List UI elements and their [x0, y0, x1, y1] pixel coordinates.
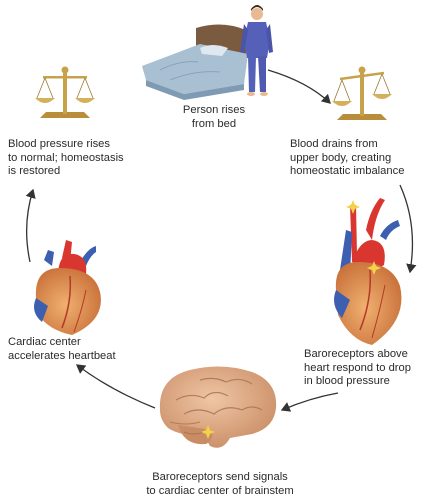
label-person-rises: Person rises from bed	[182, 104, 246, 130]
label-pressure-restored: Blood pressure rises to normal; homeosta…	[8, 138, 124, 177]
arrow-heart-to-restore	[25, 188, 36, 263]
arrow-brain-to-cardiac-center	[75, 364, 156, 409]
label-baroreceptors-send-signals: Baroreceptors send signals to cardiac ce…	[146, 471, 294, 497]
tipped-scale-icon	[332, 66, 392, 120]
balanced-scale-icon	[35, 66, 95, 118]
arrow-baroreceptors-to-brain	[280, 392, 339, 412]
label-blood-drains: Blood drains from upper body, creating h…	[290, 138, 405, 177]
label-cardiac-center: Cardiac center accelerates heartbeat	[8, 336, 116, 362]
heart-with-baroreceptors	[334, 198, 402, 345]
heart	[34, 240, 101, 335]
brain	[159, 366, 277, 448]
arrow-person-to-scale	[267, 69, 331, 104]
person-in-pajamas	[240, 5, 273, 96]
label-baroreceptors-respond: Baroreceptors above heart respond to dro…	[304, 348, 411, 387]
arrow-drain-to-baroreceptors	[399, 184, 417, 274]
bed	[142, 24, 248, 100]
